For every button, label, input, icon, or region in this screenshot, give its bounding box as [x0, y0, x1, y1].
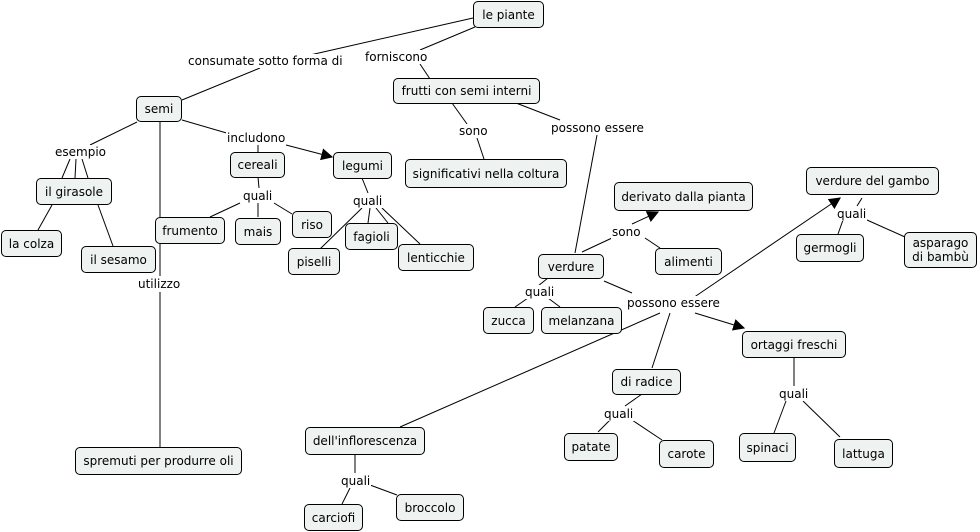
concept-asparago-di-bambu[interactable]: asparago di bambù — [904, 232, 977, 268]
link-label-quali-inflorescenza: quali — [340, 474, 372, 488]
concept-patate[interactable]: patate — [564, 433, 618, 461]
concept-fagioli[interactable]: fagioli — [345, 223, 398, 250]
edge — [74, 158, 77, 179]
edge — [419, 26, 476, 51]
link-label-sono: sono — [458, 124, 489, 138]
link-label-sono-verdure: sono — [611, 225, 642, 239]
edge — [603, 280, 633, 294]
edge — [81, 158, 89, 179]
edge — [367, 207, 371, 224]
edge — [574, 134, 598, 254]
concept-legumi[interactable]: legumi — [333, 152, 392, 179]
edge — [802, 400, 841, 438]
concept-zucca[interactable]: zucca — [483, 307, 534, 334]
edge — [515, 102, 561, 121]
link-label-quali-legumi: quali — [352, 194, 384, 208]
edge — [209, 202, 241, 218]
edge — [694, 312, 746, 331]
concept-ortaggi-freschi[interactable]: ortaggi freschi — [742, 331, 846, 358]
edge — [773, 400, 787, 434]
edge — [181, 119, 231, 135]
concept-riso[interactable]: riso — [292, 211, 332, 238]
link-label-forniscono: forniscono — [364, 50, 429, 64]
edge — [285, 144, 334, 161]
concept-frumento[interactable]: frumento — [155, 217, 225, 244]
edge — [375, 207, 389, 224]
edge — [273, 202, 293, 215]
concept-il-sesamo[interactable]: il sesamo — [81, 246, 156, 273]
edge — [547, 297, 561, 308]
link-label-consumate-sotto-forma-di: consumate sotto forma di — [187, 54, 344, 68]
link-label-quali-ortaggi: quali — [778, 387, 810, 401]
edge — [644, 237, 661, 249]
edge — [89, 121, 138, 146]
concept-carote[interactable]: carote — [659, 440, 714, 468]
concept-piselli[interactable]: piselli — [288, 248, 340, 275]
edge — [856, 197, 863, 207]
concept-germogli[interactable]: germogli — [796, 234, 864, 262]
edge — [631, 419, 663, 441]
edge — [837, 219, 844, 235]
edge — [257, 176, 260, 189]
concept-broccolo[interactable]: broccolo — [396, 494, 464, 521]
concept-di-radice[interactable]: di radice — [612, 369, 681, 395]
link-label-quali-gambo: quali — [836, 207, 868, 221]
concept-dell-inflorescenza[interactable]: dell'inflorescenza — [305, 427, 425, 455]
concept-le-piante[interactable]: le piante — [473, 1, 544, 28]
edge — [97, 204, 114, 247]
edge — [514, 297, 529, 308]
concept-verdure[interactable]: verdure — [538, 254, 604, 279]
edge — [581, 237, 613, 253]
edge — [61, 158, 71, 179]
link-label-esempio: esempio — [54, 145, 107, 159]
edge — [181, 67, 261, 101]
link-label-quali-verdure: quali — [524, 285, 556, 299]
edge — [537, 277, 549, 287]
link-label-quali-cereali: quali — [242, 189, 274, 203]
concept-carciofi[interactable]: carciofi — [304, 504, 363, 531]
concept-significativi-nella-coltura[interactable]: significativi nella coltura — [405, 159, 567, 188]
concept-cereali[interactable]: cereali — [230, 152, 285, 178]
concept-frutti-con-semi-interni[interactable]: frutti con semi interni — [393, 78, 540, 104]
concept-il-girasole[interactable]: il girasole — [36, 178, 112, 205]
edge — [689, 197, 841, 301]
concept-lattuga[interactable]: lattuga — [834, 439, 893, 468]
edge — [451, 102, 468, 125]
concept-spremuti-per-produrre-oli[interactable]: spremuti per produrre oli — [75, 447, 242, 475]
edge — [309, 17, 474, 56]
edge — [381, 207, 421, 245]
link-label-utilizzo: utilizzo — [137, 277, 182, 291]
concept-semi[interactable]: semi — [136, 96, 182, 122]
concept-mais[interactable]: mais — [235, 218, 281, 245]
edge — [631, 211, 660, 225]
link-label-quali-radice: quali — [603, 407, 635, 421]
concept-la-colza[interactable]: la colza — [1, 230, 62, 257]
concept-derivato-dalla-pianta[interactable]: derivato dalla pianta — [614, 182, 753, 211]
edge — [476, 137, 485, 160]
edge — [37, 204, 53, 231]
concept-melanzana[interactable]: melanzana — [541, 307, 622, 334]
edge — [419, 63, 431, 80]
link-label-possono-essere: possono essere — [550, 121, 645, 135]
edge — [341, 487, 351, 505]
edge — [361, 177, 369, 194]
concept-spinaci[interactable]: spinaci — [739, 433, 796, 462]
edge — [319, 207, 363, 250]
concept-lenticchie[interactable]: lenticchie — [398, 244, 474, 271]
link-label-includono: includono — [226, 131, 287, 145]
concept-alimenti[interactable]: alimenti — [655, 248, 722, 275]
link-label-possono-essere-verdure: possono essere — [626, 296, 721, 310]
concept-verdure-del-gambo[interactable]: verdure del gambo — [806, 167, 939, 195]
edge — [597, 419, 611, 433]
edge — [624, 393, 643, 407]
edge — [651, 312, 671, 369]
edge — [866, 219, 906, 238]
edge — [369, 484, 398, 496]
